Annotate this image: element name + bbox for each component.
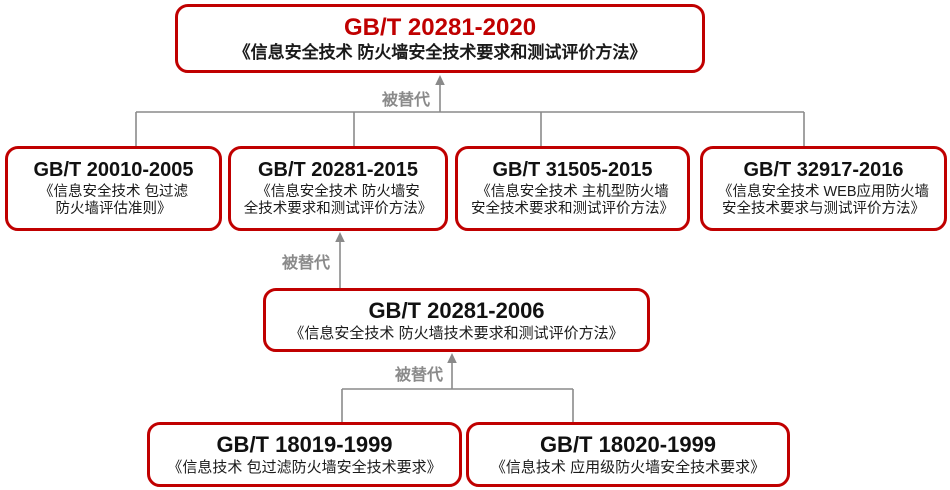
- node-gbt-31505-2015: GB/T 31505-2015 《信息安全技术 主机型防火墙 安全技术要求和测试…: [455, 146, 690, 231]
- standard-name-line: 防火墙评估准则》: [55, 200, 172, 217]
- replaced-label-bottom: 被替代: [394, 367, 443, 384]
- standard-name-line: 全技术要求和测试评价方法》: [243, 200, 433, 217]
- standard-code: GB/T 32917-2016: [743, 159, 904, 182]
- arrow-up-icon: [435, 75, 445, 85]
- standard-name-line: 《信息安全技术 WEB应用防火墙: [717, 183, 930, 200]
- node-gbt-32917-2016: GB/T 32917-2016 《信息安全技术 WEB应用防火墙 安全技术要求与…: [700, 146, 947, 231]
- arrow-up-icon: [335, 232, 345, 242]
- node-gbt-20010-2005: GB/T 20010-2005 《信息安全技术 包过滤 防火墙评估准则》: [5, 146, 222, 231]
- standard-name-line: 《信息安全技术 包过滤: [38, 183, 189, 200]
- replaced-label-mid: 被替代: [281, 255, 330, 272]
- standard-code: GB/T 20281-2020: [343, 14, 537, 42]
- node-gbt-18020-1999: GB/T 18020-1999 《信息技术 应用级防火墙安全技术要求》: [466, 422, 790, 487]
- standard-code: GB/T 31505-2015: [492, 159, 653, 182]
- node-gbt-20281-2006: GB/T 20281-2006 《信息安全技术 防火墙技术要求和测试评价方法》: [263, 288, 650, 352]
- node-gbt-18019-1999: GB/T 18019-1999 《信息技术 包过滤防火墙安全技术要求》: [147, 422, 462, 487]
- standard-code: GB/T 20281-2015: [257, 159, 419, 182]
- node-gbt-20281-2020: GB/T 20281-2020 《信息安全技术 防火墙安全技术要求和测试评价方法…: [175, 4, 705, 73]
- standard-code: GB/T 18020-1999: [539, 432, 717, 458]
- standard-name: 《信息技术 包过滤防火墙安全技术要求》: [167, 459, 442, 477]
- standard-name: 《信息安全技术 防火墙技术要求和测试评价方法》: [289, 324, 624, 342]
- standard-name-line: 安全技术要求与测试评价方法》: [722, 200, 925, 217]
- standard-name-line: 《信息安全技术 主机型防火墙: [476, 183, 669, 200]
- node-gbt-20281-2015: GB/T 20281-2015 《信息安全技术 防火墙安 全技术要求和测试评价方…: [228, 146, 448, 231]
- standard-name-line: 《信息安全技术 防火墙安: [256, 183, 420, 200]
- standard-code: GB/T 18019-1999: [216, 432, 393, 458]
- standard-code: GB/T 20281-2006: [368, 297, 545, 323]
- standard-code: GB/T 20010-2005: [33, 159, 194, 182]
- arrow-up-icon: [447, 353, 457, 363]
- standard-name: 《信息安全技术 防火墙安全技术要求和测试评价方法》: [233, 42, 647, 62]
- standard-name: 《信息技术 应用级防火墙安全技术要求》: [490, 459, 766, 477]
- replaced-label-top: 被替代: [381, 92, 430, 109]
- standard-name-line: 安全技术要求和测试评价方法》: [471, 200, 674, 217]
